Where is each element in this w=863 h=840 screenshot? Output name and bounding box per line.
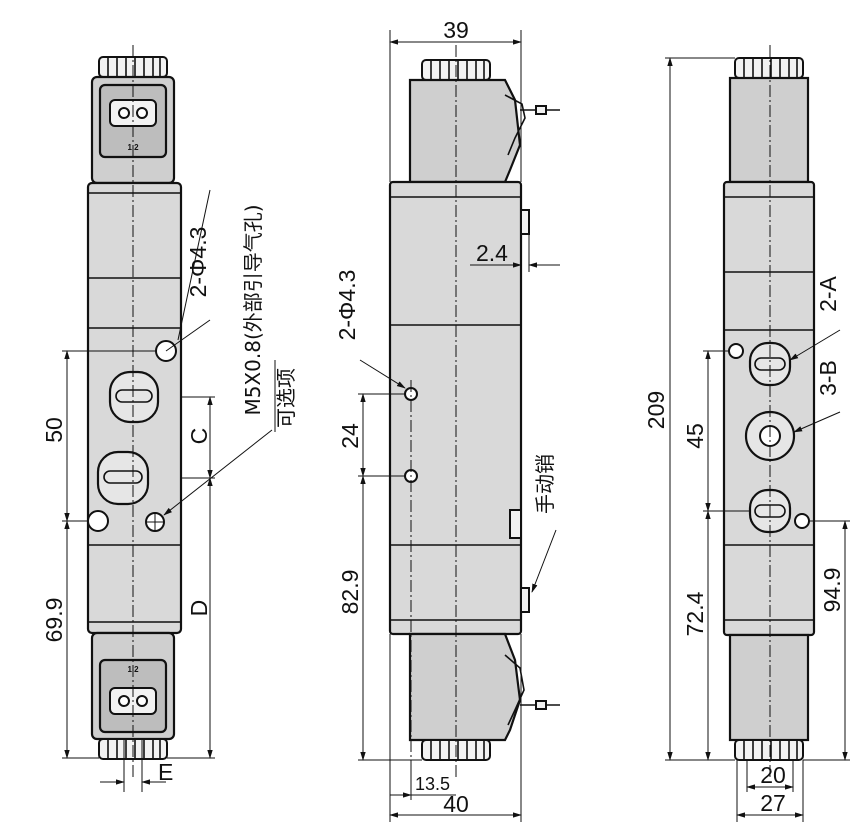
dim-d: D [186,600,212,617]
right-hole-bottom [794,513,810,529]
left-view: 1 2 1 2 E [41,45,298,792]
dim-20: 20 [760,762,786,788]
manual-nub-top [520,209,530,235]
manual-nub-bottom [520,587,530,613]
dim-40: 40 [443,791,469,817]
port-b-label: 3-B [815,360,841,396]
middle-hole-callout: 2-Φ4.3 [334,270,360,341]
right-bottom-coil [728,633,810,742]
dim-27: 27 [760,790,786,816]
manual-pin-label: 手动销 [533,454,557,514]
port-a-label: 2-A [815,275,841,311]
middle-bottom-coil [408,632,522,742]
dim-45: 45 [682,423,708,449]
mount-hole-bottom [87,510,109,532]
dim-72-4: 72.4 [682,591,708,636]
dim-82-9: 82.9 [337,570,363,615]
left-hole-callout: 2-Φ4.3 [185,227,211,298]
middle-top-coil [408,78,522,184]
pilot-callout: M5X0.8(外部引导气孔) [241,204,265,415]
right-bottom-cap [734,739,804,761]
dim-69-9: 69.9 [41,598,67,643]
middle-view: 39 2.4 2-Φ4.3 24 82.9 手动销 13.5 40 [334,17,560,822]
dim-50: 50 [41,417,67,443]
port-upper [108,370,160,424]
pilot-note: 可选项 [274,368,298,428]
right-top-coil [728,76,810,184]
right-valve-body [722,180,816,637]
dim-e: E [158,759,173,785]
dim-c: C [186,428,212,445]
manual-pin [509,509,522,539]
dim-209: 209 [643,391,669,429]
dim-94-9: 94.9 [819,568,845,613]
dim-39: 39 [443,17,469,43]
dim-2-4: 2.4 [476,240,508,266]
dim-13-5: 13.5 [415,774,450,794]
dim-24: 24 [337,423,363,449]
right-hole-top [728,343,744,359]
port-lower [96,450,150,506]
right-top-cap [734,57,804,79]
right-view: 209 45 72.4 94.9 2-A 3-B 20 27 [643,45,850,822]
